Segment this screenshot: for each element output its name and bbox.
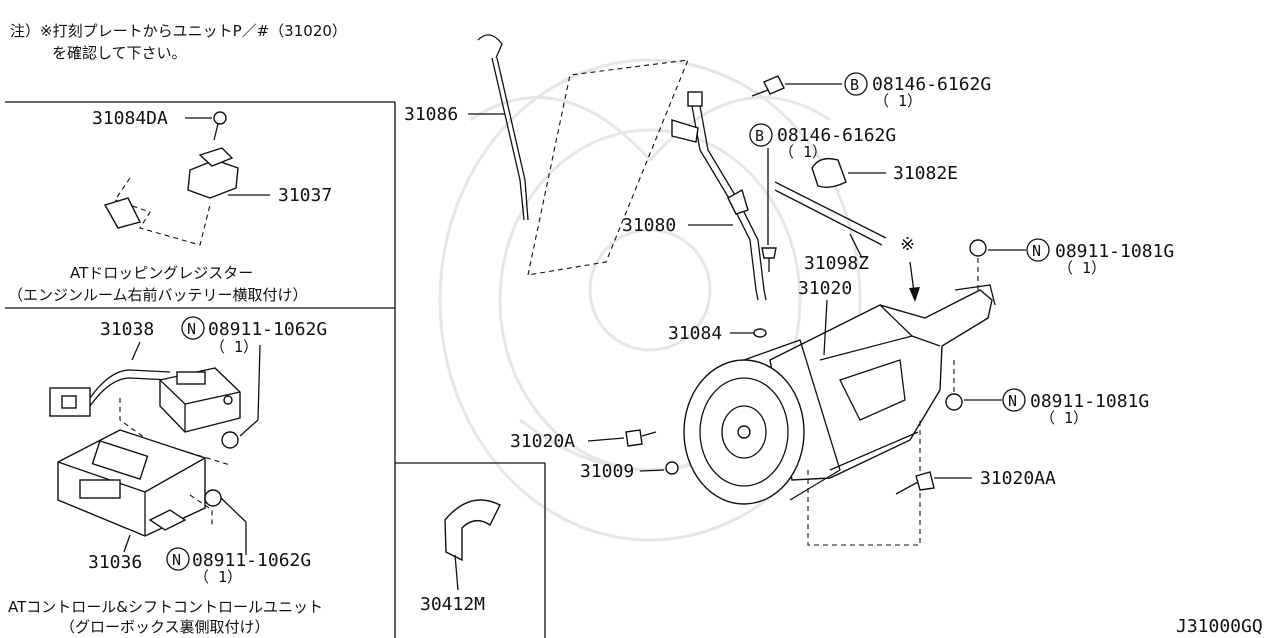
washer-31084 xyxy=(753,328,767,338)
screw-31084DA xyxy=(213,111,227,141)
dropping-caption-title: ATドロッピングレジスター xyxy=(70,264,253,282)
control-caption-title: ATコントロール&シフトコントロールユニット xyxy=(8,598,323,616)
arrow-head xyxy=(909,287,920,302)
control-caption-sub: （グローボックス裏側取付け） xyxy=(60,618,270,636)
bolt-top-group: B 08146-6162G （ 1） xyxy=(751,72,991,110)
label-31080: 31080 xyxy=(622,215,676,236)
rod-31098Z: 31098Z xyxy=(774,181,887,274)
label-bolt-top-qty: （ 1） xyxy=(874,92,922,110)
bolt-31020AA-group: 31020AA xyxy=(895,468,1056,495)
badge-b-top-letter: B xyxy=(850,76,859,94)
label-bolt-top: 08146-6162G xyxy=(872,74,991,95)
badge-n-right-mid xyxy=(1002,388,1026,412)
label-31038: 31038 xyxy=(100,319,154,340)
label-nut-left-bot: 08911-1062G xyxy=(192,550,311,571)
label-nut-right-mid-qty: （ 1） xyxy=(1040,409,1088,427)
control-sub-module xyxy=(159,367,241,433)
badge-n-left-top-letter: N xyxy=(187,320,196,338)
asterisk-mark: ※ xyxy=(900,234,915,255)
label-31098Z: 31098Z xyxy=(804,253,869,274)
dropping-resistor-group: 31084DA 31037 ATドロッピングレジスター （エンジンルーム右前バッ… xyxy=(8,108,332,304)
label-bolt-mid: 08146-6162G xyxy=(777,125,896,146)
label-nut-left-bot-qty: （ 1） xyxy=(194,568,242,586)
filler-tube-31080: 31080 31084 xyxy=(622,91,767,344)
bolt-31020A-group: 31020A xyxy=(510,429,657,452)
badge-n-left-bot xyxy=(166,547,190,571)
nut-left-top xyxy=(221,431,239,449)
note-line2: を確認して下さい。 xyxy=(52,44,187,62)
label-nut-right-top: 08911-1081G xyxy=(1055,241,1174,262)
label-31084: 31084 xyxy=(668,323,722,344)
label-31084DA: 31084DA xyxy=(92,108,168,129)
badge-n-right-top-letter: N xyxy=(1032,242,1041,260)
note-line1: 注）※打刻プレートからユニットP／#（31020） xyxy=(10,22,347,40)
label-31020A: 31020A xyxy=(510,431,575,452)
label-31020AA: 31020AA xyxy=(980,468,1056,489)
label-31082E: 31082E xyxy=(893,163,958,184)
cover-30412M-group: 30412M xyxy=(420,499,501,615)
label-31009: 31009 xyxy=(580,461,634,482)
badge-b-top xyxy=(844,72,868,96)
nut-right-mid-group: N 08911-1081G （ 1） xyxy=(945,360,1149,427)
badge-n-left-top xyxy=(181,316,205,340)
control-unit-group: 31038 N 08911-1062G （ 1） xyxy=(8,316,327,636)
dipstick-31086: 31086 xyxy=(404,34,689,276)
label-nut-left-top-qty: （ 1） xyxy=(210,338,258,356)
bolt-31009-group: 31009 xyxy=(580,461,679,482)
badge-b-mid-letter: B xyxy=(755,127,764,145)
label-30412M: 30412M xyxy=(420,594,485,615)
clip-31082E: 31082E xyxy=(811,157,958,189)
label-nut-right-top-qty: （ 1） xyxy=(1058,259,1106,277)
label-31037: 31037 xyxy=(278,185,332,206)
label-nut-left-top: 08911-1062G xyxy=(208,319,327,340)
nut-right-top-group: N 08911-1081G （ 1） xyxy=(969,238,1174,290)
nut-left-bot xyxy=(204,489,222,507)
transmission-31020: 31020 xyxy=(683,278,996,546)
connector-plug xyxy=(49,369,171,417)
label-31020: 31020 xyxy=(798,278,852,299)
badge-n-left-bot-letter: N xyxy=(172,551,181,569)
label-31036: 31036 xyxy=(88,552,142,573)
dropping-caption-sub: （エンジンルーム右前バッテリー横取付け） xyxy=(8,286,308,304)
control-unit-box xyxy=(57,429,206,537)
bolt-mid-group: B 08146-6162G （ 1） xyxy=(749,123,896,272)
label-nut-right-mid: 08911-1081G xyxy=(1030,391,1149,412)
diagram-code: J31000GQ xyxy=(1176,616,1263,637)
badge-n-right-top xyxy=(1026,238,1050,262)
left-panel-frames xyxy=(5,101,546,638)
badge-b-mid xyxy=(749,123,773,147)
dropping-resistor-part xyxy=(187,147,239,199)
label-bolt-mid-qty: （ 1） xyxy=(779,143,827,161)
badge-n-right-mid-letter: N xyxy=(1008,392,1017,410)
label-31086: 31086 xyxy=(404,104,458,125)
